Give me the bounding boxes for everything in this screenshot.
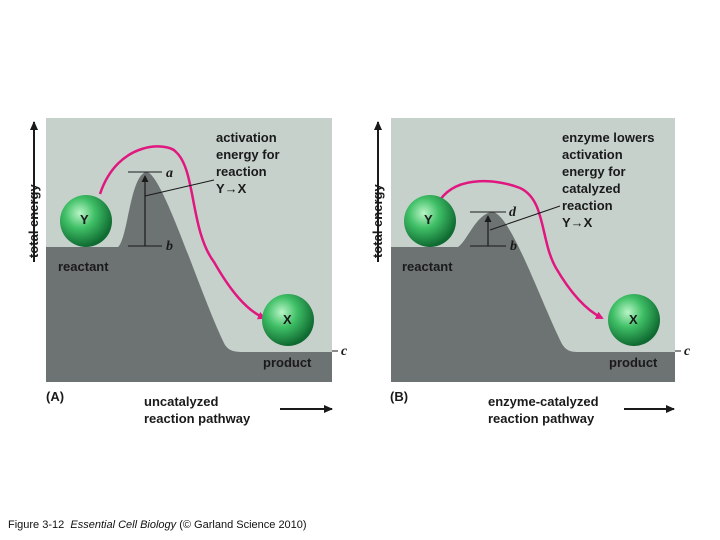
panel-b-product-ball-label: X: [629, 312, 638, 327]
panel-b-reactant-label: reactant: [402, 259, 453, 274]
panel-a-reactant-ball-label: Y: [80, 212, 89, 227]
panel-b-annotation-leader: [489, 205, 561, 231]
panel-a-reaction-curve: [98, 145, 266, 320]
panel-b-annotation: enzyme lowers activation energy for cata…: [562, 130, 658, 230]
panel-a-reactant-ball: [60, 195, 112, 247]
panel-a-annotation-line-1: activation: [216, 130, 277, 145]
panel-b-annotation-line-2: activation: [562, 147, 623, 162]
panel-a-y-axis-label: total energy: [26, 184, 41, 258]
panel-b-annotation-line-4: catalyzed: [562, 181, 621, 196]
panel-b-pathway-label: enzyme-catalyzed reaction pathway: [488, 394, 602, 426]
caption-book-title: Essential Cell Biology: [70, 519, 177, 531]
panel-a-product-label: product: [263, 355, 312, 370]
panel-a-marker-a: a: [166, 166, 173, 181]
panel-b-marker-c: c: [684, 344, 691, 359]
panel-b-energy-hill: [391, 212, 675, 382]
panel-b: total energy d b enzyme lowers activatio…: [370, 118, 691, 426]
panel-a: total energy a b activation energy for r…: [26, 118, 348, 426]
panel-b-annotation-line-1: enzyme lowers: [562, 130, 655, 145]
panel-a-pathway-line-2: reaction pathway: [144, 411, 251, 426]
panel-a-annotation-line-4: Y→X: [216, 181, 247, 196]
panel-a-annotation-line-3: reaction: [216, 164, 267, 179]
panel-a-annotation-line-2: energy for: [216, 147, 280, 162]
panel-a-annotation-leader: [144, 179, 215, 197]
panel-a-pathway-label: uncatalyzed reaction pathway: [144, 394, 251, 426]
panel-a-energy-hill: [46, 171, 332, 382]
panel-b-product-label: product: [609, 355, 658, 370]
caption-publisher: (© Garland Science 2010): [179, 519, 307, 531]
panel-b-pathway-line-2: reaction pathway: [488, 411, 595, 426]
panel-b-marker-d: d: [509, 205, 517, 220]
panel-b-reactant-ball-label: Y: [424, 212, 433, 227]
panel-b-annotation-line-5: reaction: [562, 198, 613, 213]
panel-a-product-ball: [262, 294, 314, 346]
panel-b-marker-b: b: [510, 239, 517, 254]
panel-b-annotation-line-6: Y→X: [562, 215, 593, 230]
panel-a-marker-b: b: [166, 239, 173, 254]
panel-b-y-axis-label: total energy: [370, 184, 385, 258]
caption-figure-number: Figure 3-12: [8, 519, 65, 531]
panel-a-tag: (A): [46, 389, 64, 404]
panel-b-reactant-ball: [404, 195, 456, 247]
panel-b-product-ball: [608, 294, 660, 346]
panel-b-tag: (B): [390, 389, 408, 404]
panel-a-reactant-label: reactant: [58, 259, 109, 274]
panel-b-reaction-curve: [438, 180, 604, 320]
panel-b-annotation-line-3: energy for: [562, 164, 626, 179]
figure-caption: Figure 3-12 Essential Cell Biology (© Ga…: [8, 519, 307, 531]
panel-a-marker-c: c: [341, 344, 348, 359]
panel-a-product-ball-label: X: [283, 312, 292, 327]
panel-a-pathway-line-1: uncatalyzed: [144, 394, 218, 409]
panel-a-annotation: activation energy for reaction Y→X: [216, 130, 283, 196]
panel-b-pathway-line-1: enzyme-catalyzed: [488, 394, 599, 409]
